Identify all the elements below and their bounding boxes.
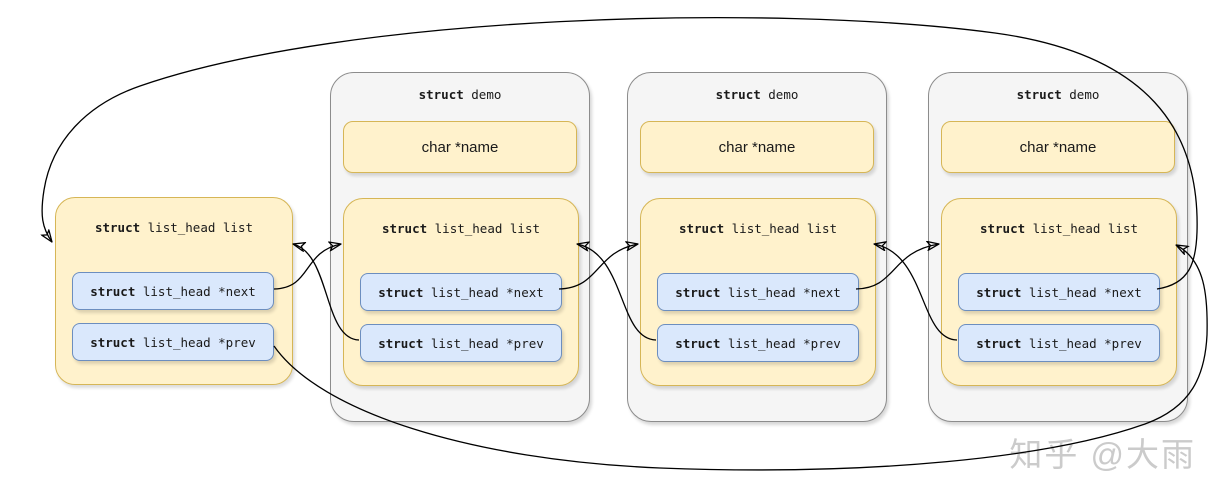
prev-pointer-field: struct list_head *prev [657,324,859,362]
node-header: struct demo [331,87,589,102]
struct-keyword: struct [378,335,424,351]
prev-field-text: list_head *prev [1021,335,1142,351]
name-field-text: char *name [1019,138,1097,156]
list-box-title: struct list_head list [942,221,1176,236]
struct-keyword: struct [90,334,136,350]
node-header-text: demo [463,87,502,102]
node-header: struct demo [929,87,1187,102]
struct-keyword: struct [678,221,725,236]
list-title-text: list_head list [724,221,838,236]
next-pointer-field: struct list_head *next [72,272,274,310]
list-box-title: struct list_head list [56,220,292,235]
node-header: struct demo [628,87,886,102]
struct-keyword: struct [715,87,761,102]
list-box-title: struct list_head list [641,221,875,236]
struct-keyword: struct [976,284,1022,300]
prev-field-text: list_head *prev [423,335,544,351]
head-list-node: struct list_head list struct list_head *… [55,197,293,385]
struct-keyword: struct [976,335,1022,351]
prev-pointer-field: struct list_head *prev [360,324,562,362]
name-field: char *name [941,121,1175,173]
list-head-box: struct list_head list struct list_head *… [343,198,579,386]
next-field-text: list_head *next [1021,284,1142,300]
struct-keyword: struct [675,335,721,351]
next-pointer-field: struct list_head *next [657,273,859,311]
list-box-title: struct list_head list [344,221,578,236]
prev-pointer-field: struct list_head *prev [958,324,1160,362]
struct-keyword: struct [1016,87,1062,102]
prev-pointer-field: struct list_head *prev [72,323,274,361]
name-field-text: char *name [718,138,796,156]
struct-keyword: struct [979,221,1026,236]
struct-keyword: struct [381,221,428,236]
demo-node: struct demo char *name struct list_head … [627,72,887,422]
list-head-box: struct list_head list struct list_head *… [640,198,876,386]
demo-node: struct demo char *name struct list_head … [330,72,590,422]
list-title-text: list_head list [1025,221,1139,236]
next-pointer-field: struct list_head *next [958,273,1160,311]
name-field: char *name [343,121,577,173]
next-field-text: list_head *next [720,284,841,300]
node-header-text: demo [760,87,799,102]
struct-keyword: struct [675,284,721,300]
next-field-text: list_head *next [423,284,544,300]
struct-keyword: struct [378,284,424,300]
struct-keyword: struct [418,87,464,102]
struct-keyword: struct [90,283,136,299]
list-head-box: struct list_head list struct list_head *… [941,198,1177,386]
name-field: char *name [640,121,874,173]
prev-field-text: list_head *prev [720,335,841,351]
list-title-text: list_head list [427,221,541,236]
demo-node: struct demo char *name struct list_head … [928,72,1188,422]
name-field-text: char *name [421,138,499,156]
struct-keyword: struct [94,220,141,235]
node-header-text: demo [1061,87,1100,102]
watermark: 知乎 @大雨 [1009,436,1196,473]
next-pointer-field: struct list_head *next [360,273,562,311]
prev-field-text: list_head *prev [135,334,256,350]
next-field-text: list_head *next [135,283,256,299]
list-title-text: list_head list [140,220,254,235]
